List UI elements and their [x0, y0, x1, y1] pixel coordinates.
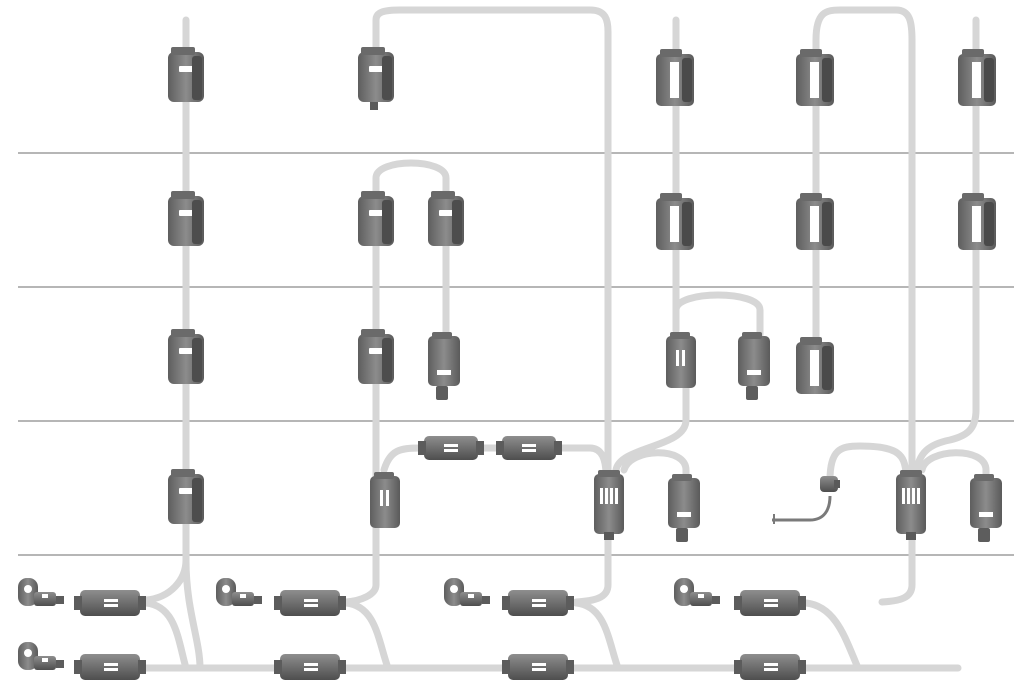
inline-coupler-icon	[274, 590, 346, 616]
floor-lines	[18, 152, 1014, 556]
wall-unit-icon	[358, 191, 394, 246]
console-icon	[18, 642, 64, 670]
cable-probe	[826, 442, 910, 484]
inline-coupler-icon	[502, 590, 574, 616]
wall-unit-icon	[428, 191, 464, 246]
cable-column-5	[812, 6, 916, 479]
console-icon	[216, 578, 262, 606]
cables	[142, 6, 990, 672]
inline-coupler-icon	[74, 654, 146, 680]
inline-coupler-icon	[734, 654, 806, 680]
hub-icon	[370, 472, 400, 528]
inline-coupler-icon	[74, 590, 146, 616]
inline-coupler-icon	[502, 654, 574, 680]
console-icon	[18, 578, 64, 606]
tall-panel-icon	[958, 49, 996, 106]
tall-panel-icon	[958, 193, 996, 250]
cable-hub3-branch	[612, 366, 690, 484]
cable-coupler-row	[380, 444, 610, 479]
devices	[18, 47, 1002, 680]
hub-icon	[666, 332, 696, 388]
wall-unit-icon	[168, 469, 204, 524]
inline-coupler-icon	[734, 590, 806, 616]
cable-column-6	[912, 66, 980, 479]
wall-unit-icon	[358, 47, 394, 110]
tall-panel-icon	[656, 49, 694, 106]
hub-icon	[896, 470, 926, 540]
camera-icon	[428, 332, 460, 400]
wall-unit-icon	[168, 191, 204, 246]
cable-loop-2	[372, 159, 450, 339]
cable-hub4-down	[878, 536, 916, 606]
cable-hub4-right	[918, 449, 990, 484]
tall-panel-icon	[656, 193, 694, 250]
wall-unit-icon	[168, 329, 204, 384]
tall-panel-icon	[796, 49, 834, 106]
camera-icon	[970, 474, 1002, 542]
probe-icon	[772, 476, 840, 524]
wall-unit-icon	[358, 329, 394, 384]
console-icon	[444, 578, 490, 606]
tall-panel-icon	[796, 337, 834, 394]
cable-bus-bend-2	[342, 599, 392, 672]
cable-bus-bend-4	[802, 599, 862, 672]
cable-column-1	[142, 66, 204, 672]
inline-coupler-icon	[496, 436, 562, 460]
console-icon	[674, 578, 720, 606]
camera-icon	[738, 332, 770, 400]
wall-unit-icon	[168, 47, 204, 102]
cable-bus-bend-1	[142, 599, 190, 672]
cable-loop-3	[672, 291, 764, 339]
camera-icon	[668, 474, 700, 542]
inline-coupler-icon	[418, 436, 484, 460]
cable-top-loop	[372, 6, 612, 479]
cable-column-2	[342, 196, 380, 606]
inline-coupler-icon	[274, 654, 346, 680]
cable-hub3-down	[572, 536, 612, 606]
hub-icon	[594, 470, 624, 540]
cable-bus-bend-3	[572, 599, 622, 672]
tall-panel-icon	[796, 193, 834, 250]
